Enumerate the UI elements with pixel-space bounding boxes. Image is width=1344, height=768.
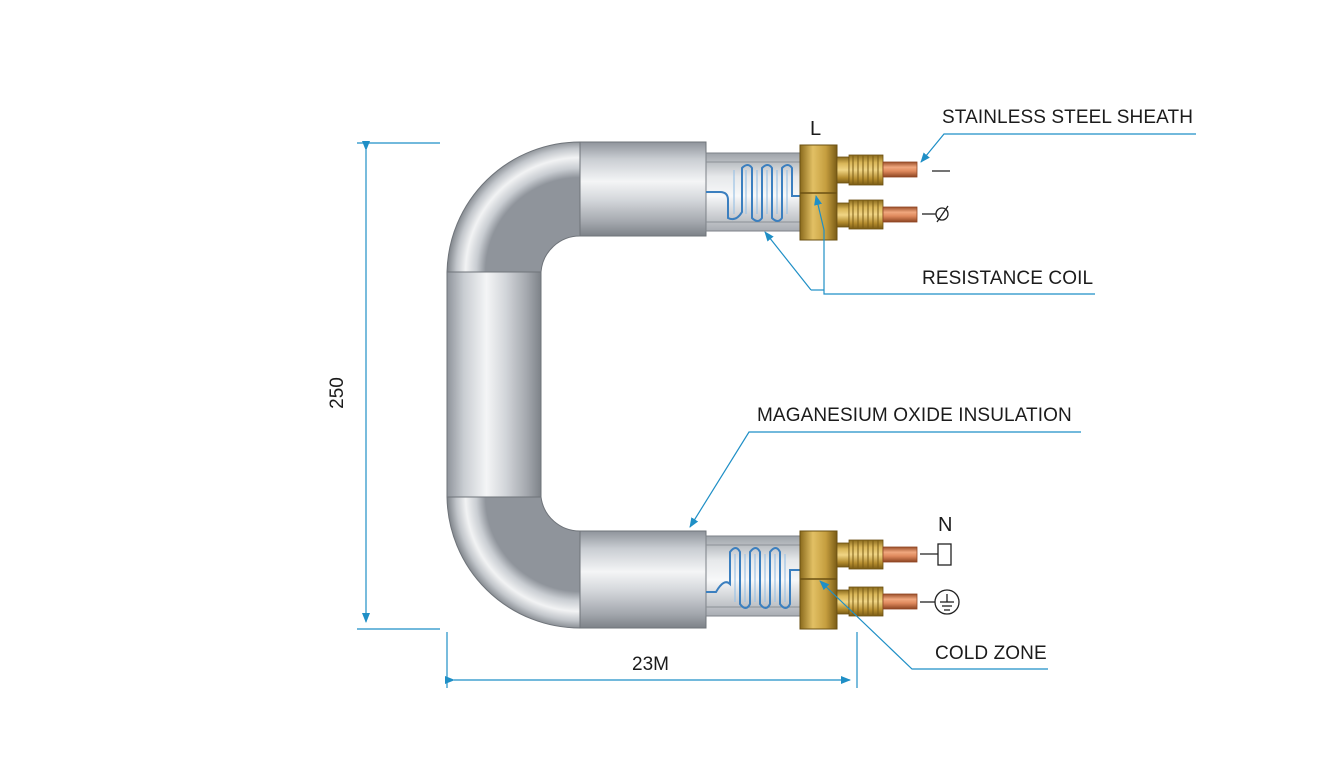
stud-top-1 [836,154,918,186]
top-terminal-block [799,144,838,241]
bottom-cutaway [705,535,801,617]
ground-symbol [920,589,960,615]
stud-bottom-1 [836,539,918,570]
cold-zone-label: COLD ZONE [935,643,1047,664]
insulation-leader [689,431,1081,528]
terminal-l-label: L [810,118,822,140]
top-cutaway [705,152,801,232]
bottom-terminal-block [799,530,838,630]
coil-leader [823,230,1095,295]
coil-label: RESISTANCE COIL [922,268,1094,289]
sheath-label: STAINLESS STEEL SHEATH [942,107,1194,128]
terminal-n-label: N [938,514,953,536]
width-dimension-label: 23M [632,654,669,675]
cold-zone-leader [819,580,1048,670]
top-straight [579,141,707,237]
bottom-straight [579,530,707,629]
height-dimension [357,141,440,630]
vertical-leg [446,271,542,498]
phase-symbol [922,205,949,223]
top-bend [446,141,581,273]
electrical-symbols [920,170,960,615]
height-dimension-label: 250 [326,377,348,409]
sheath-tube [446,141,707,629]
sheath-leader [920,133,1196,163]
insulation-label: MAGANESIUM OXIDE INSULATION [757,405,1072,426]
stud-top-2 [836,199,918,230]
resistance-coil-top [706,164,800,222]
bottom-bend [446,496,581,629]
terminal-studs [836,154,918,617]
neutral-symbol [920,543,952,566]
stud-bottom-2 [836,586,918,617]
leader-lines [689,133,1196,670]
width-dimension [445,632,858,688]
resistance-coil-bottom [706,547,800,609]
